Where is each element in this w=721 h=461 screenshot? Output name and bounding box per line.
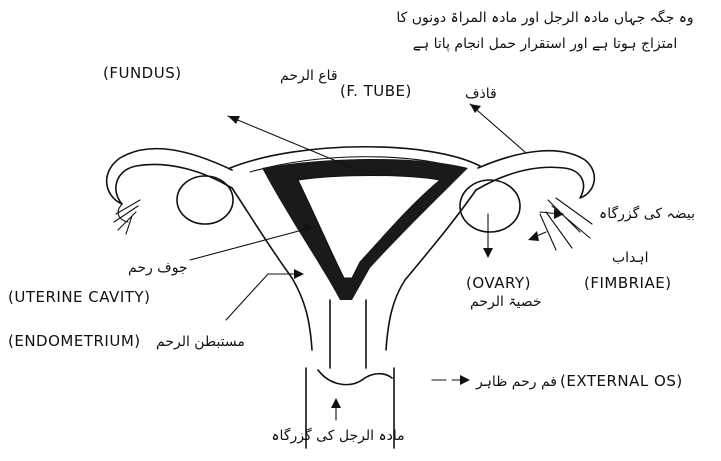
endometrium-label-ur: مستبطن الرحم (156, 334, 245, 350)
tube-note-line-1: وہ جگہ جہاں مادہ الرجل اور مادہ المراۃ د… (396, 9, 693, 26)
cavity-label-ur: جوف رحم (128, 260, 188, 276)
ovary-label-en: (OVARY) (466, 274, 531, 292)
external-os-label-ur: فم رحم ظاہر (475, 374, 557, 390)
tube-label-en: (F. TUBE) (340, 82, 412, 100)
fundus-label-ur: قاع الرحم (280, 68, 338, 84)
tube-label-ur: قاذف (465, 86, 497, 102)
right-fimbriae (540, 198, 592, 250)
cavity-label-en: (UTERINE CAVITY) (8, 288, 150, 306)
fimbriae-label-en: (FIMBRIAE) (584, 274, 672, 292)
left-ovary (177, 176, 233, 224)
pointer-arrows (190, 104, 564, 420)
left-fimbriae (114, 200, 140, 234)
tube-note-line-2: امتزاج ہوتا ہے اور استقرار حمل انجام پات… (413, 36, 677, 52)
endometrium-label-en: (ENDOMETRIUM) (8, 332, 141, 350)
vagina-label: مادہ الرجل کی گزرگاہ (271, 427, 404, 444)
fimbriae-label-ur: اہداب (612, 250, 649, 266)
fundus-label-en: (FUNDUS) (103, 64, 182, 82)
ovum-passage-label: بیضہ کی گزرگاہ (599, 205, 695, 222)
external-os-label-en: (EXTERNAL OS) (560, 372, 683, 390)
right-fallopian-tube (476, 151, 594, 198)
ovary-label-ur: خصیۃ الرحم (470, 294, 542, 310)
right-ovary (460, 180, 520, 232)
cervix (330, 300, 366, 368)
